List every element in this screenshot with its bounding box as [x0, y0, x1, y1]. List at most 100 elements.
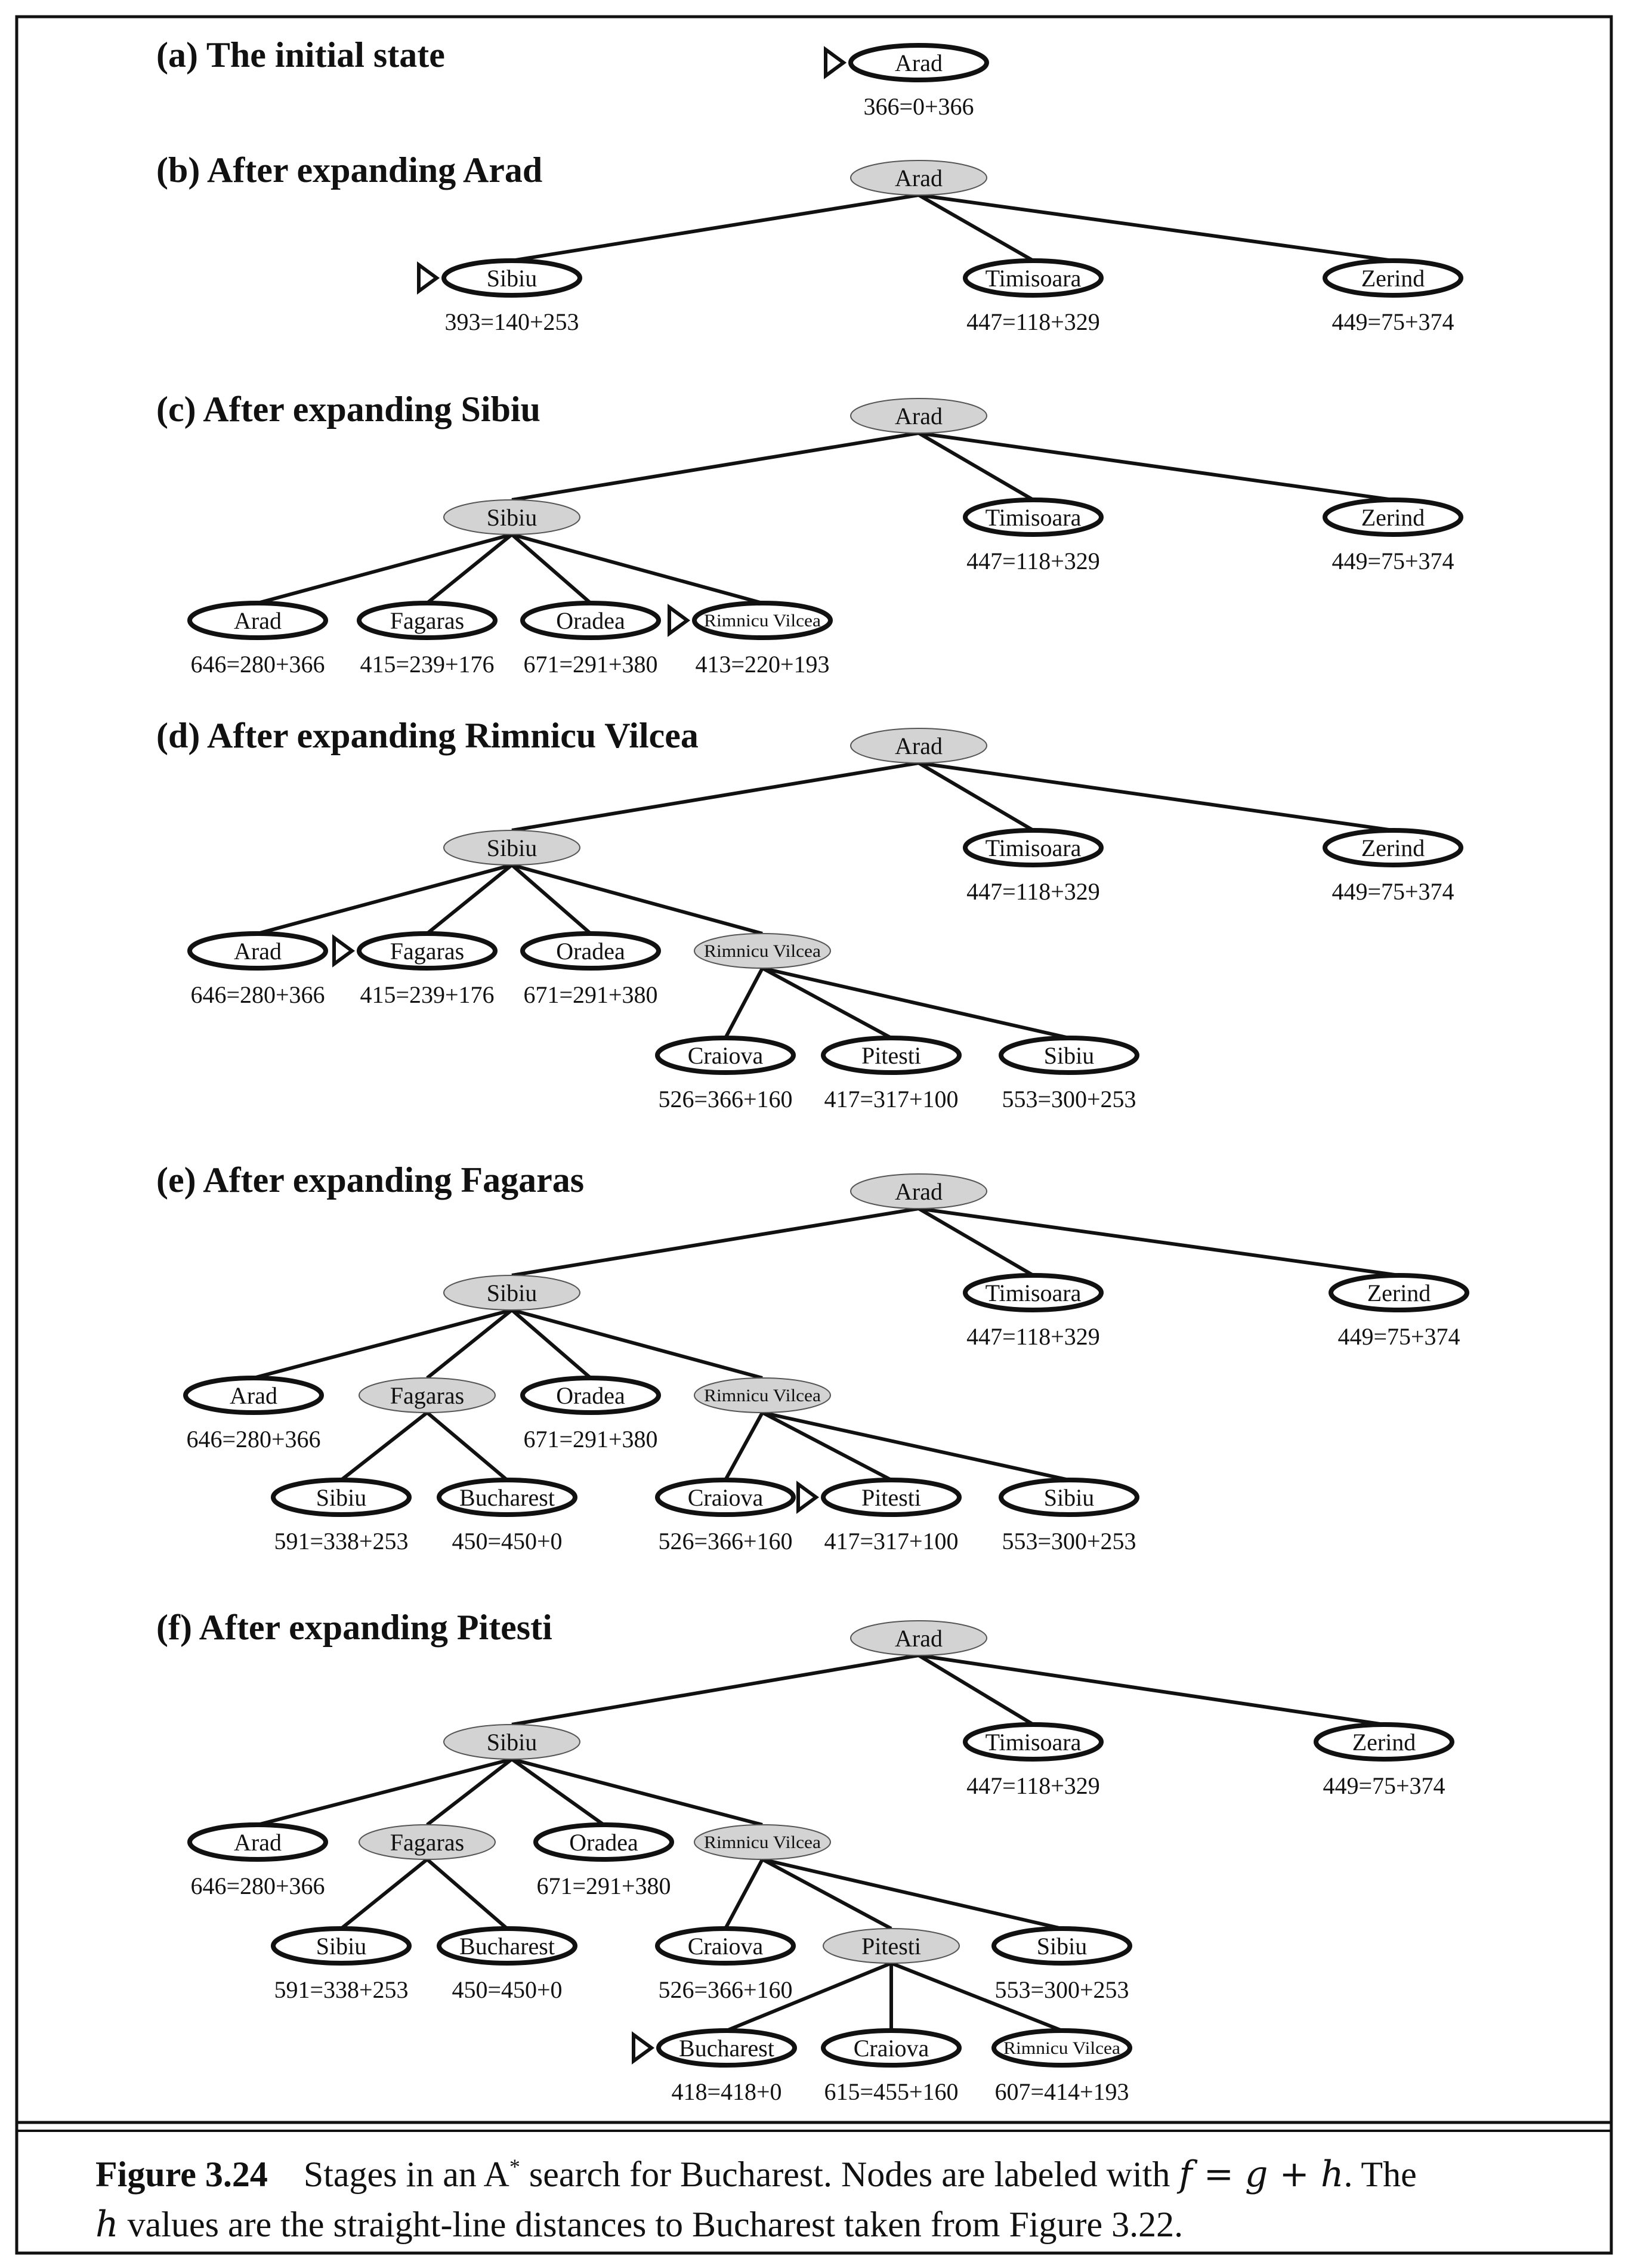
- frontier-node-ellipse: [1314, 1722, 1454, 1762]
- node-f-value: 413=220+193: [695, 651, 829, 678]
- stage-heading: (b) After expanding Arad: [156, 150, 542, 190]
- node-label: Timisoara: [986, 265, 1082, 292]
- caption-text: Stages in an A: [303, 2155, 509, 2194]
- node-f-value: 671=291+380: [523, 981, 657, 1008]
- node-label: Pitesti: [861, 1484, 921, 1511]
- node-fagaras: Fagaras: [359, 1824, 496, 1860]
- node-arad: Arad: [850, 1620, 987, 1656]
- node-label: Timisoara: [986, 1280, 1082, 1306]
- frontier-node-ellipse: [656, 2028, 797, 2068]
- node-arad: Arad: [850, 160, 987, 196]
- node-label: Sibiu: [487, 1729, 537, 1756]
- node-label: Rimnicu Vilcea: [1003, 2038, 1120, 2058]
- node-label: Craiova: [854, 2035, 929, 2062]
- frontier-node-ellipse: [821, 1036, 962, 1075]
- tree-edge: [426, 1757, 513, 1827]
- stage-heading: (e) After expanding Fagaras: [156, 1160, 584, 1200]
- expanded-node-ellipse: [443, 499, 580, 535]
- node-label: Sibiu: [487, 265, 537, 292]
- node-f-value: 449=75+374: [1332, 308, 1454, 335]
- node-f-value: 607=414+193: [994, 2078, 1129, 2105]
- tree-edge: [511, 863, 592, 935]
- frontier-node-ellipse: [963, 1273, 1104, 1312]
- node-rimnicu2: Rimnicu Vilcea 607=414+193: [991, 2028, 1132, 2105]
- frontier-node-ellipse: [520, 601, 661, 640]
- next-node-marker-icon: [796, 1481, 820, 1514]
- node-f-value: 366=0+366: [863, 93, 974, 120]
- node-f-value: 553=300+253: [994, 1976, 1129, 2003]
- node-arad: Arad: [850, 398, 987, 434]
- stage-heading: (d) After expanding Rimnicu Vilcea: [156, 716, 699, 755]
- frontier-node-ellipse: [520, 931, 661, 971]
- node-label: Arad: [234, 1829, 282, 1856]
- node-f-value: 417=317+100: [824, 1086, 958, 1113]
- stage-heading: (a) The initial state: [156, 35, 445, 75]
- frontier-node-ellipse: [183, 1376, 324, 1415]
- tree-edge: [761, 1411, 892, 1482]
- tree-edge: [257, 1757, 512, 1827]
- node-f-value: 447=118+329: [966, 548, 1100, 574]
- node-label: Arad: [895, 165, 943, 191]
- frontier-node-ellipse: [271, 1926, 412, 1966]
- node-sibiu3: Sibiu 591=338+253: [271, 1478, 412, 1555]
- node-label: Arad: [895, 733, 943, 759]
- node-f-value: 553=300+253: [1002, 1528, 1136, 1555]
- caption-text: search for Bucharest. Nodes are labeled …: [520, 2155, 1179, 2194]
- tree-edge: [340, 1858, 428, 1930]
- node-sibiu: Sibiu: [443, 1724, 580, 1760]
- node-rimnicu: Rimnicu Vilcea: [694, 1377, 831, 1413]
- node-f-value: 449=75+374: [1332, 878, 1454, 905]
- tree-edge: [257, 533, 512, 605]
- frontier-node-ellipse: [963, 498, 1104, 537]
- tree-edge: [426, 1411, 508, 1482]
- frontier-node-ellipse: [999, 1478, 1139, 1517]
- frontier-node-ellipse: [1323, 258, 1463, 298]
- tree-edge: [918, 1654, 1385, 1726]
- node-f-value: 449=75+374: [1332, 548, 1454, 574]
- node-label: Sibiu: [487, 835, 537, 861]
- node-label: Bucharest: [459, 1484, 555, 1511]
- node-f-value: 450=450+0: [452, 1976, 562, 2003]
- caption-astar-sup: *: [509, 2155, 520, 2179]
- node-sibiu: Sibiu: [443, 499, 580, 535]
- node-pitesti: Pitesti: [823, 1928, 960, 1964]
- node-f-value: 591=338+253: [274, 1528, 408, 1555]
- node-f-value: 415=239+176: [360, 651, 494, 678]
- node-label: Rimnicu Vilcea: [704, 1386, 821, 1405]
- node-sibiu: Sibiu: [443, 830, 580, 866]
- frontier-node-ellipse: [821, 2028, 962, 2068]
- node-label: Sibiu: [316, 1484, 366, 1511]
- frontier-node-ellipse: [991, 2028, 1132, 2068]
- tree-edge: [918, 761, 1034, 832]
- frontier-node-ellipse: [848, 43, 989, 82]
- node-label: Arad: [895, 1625, 943, 1652]
- node-label: Craiova: [688, 1484, 764, 1511]
- next-node-marker-icon: [632, 2031, 655, 2065]
- node-label: Zerind: [1361, 265, 1425, 292]
- node-f-value: 646=280+366: [190, 651, 325, 678]
- caption-formula: f = g + h: [1179, 2153, 1344, 2195]
- next-node-marker-icon: [668, 604, 691, 637]
- frontier-node-ellipse: [437, 1926, 577, 1966]
- tree-edge: [426, 1308, 513, 1380]
- node-f-value: 646=280+366: [190, 1873, 325, 1899]
- node-f-value: 671=291+380: [536, 1873, 671, 1899]
- frontier-node-ellipse: [991, 1926, 1132, 1966]
- frontier-node-ellipse: [963, 1722, 1104, 1762]
